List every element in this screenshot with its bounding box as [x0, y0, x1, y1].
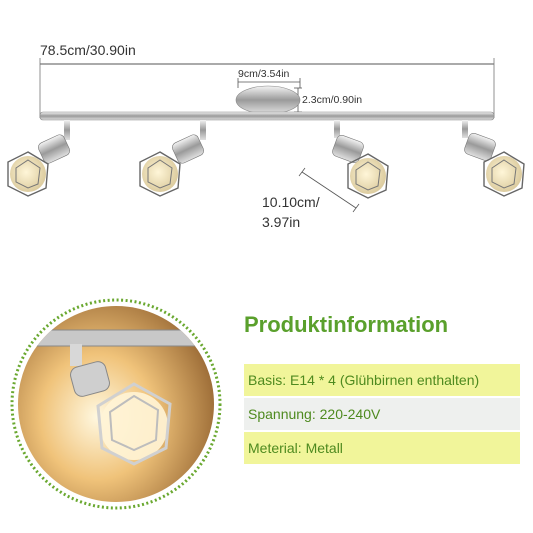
base-dimension-label: 9cm/3.54in [238, 68, 290, 80]
spec-row-basis: Basis: E14 * 4 (Glühbirnen enthalten) [244, 364, 520, 396]
base-dimension-line [237, 78, 301, 88]
width-dimension-label: 78.5cm/30.90in [40, 42, 136, 58]
depth-dimension-line [298, 167, 360, 213]
fixture-diagram [7, 58, 525, 213]
photo-ring [10, 298, 222, 510]
spotlight-1 [7, 120, 70, 197]
spotlight-4 [462, 120, 525, 197]
spotlight-3 [332, 120, 389, 199]
height-dimension-label: 2.3cm/0.90in [302, 94, 363, 106]
spotlight-2 [139, 120, 206, 197]
ceiling-canopy [235, 85, 301, 115]
depth-dimension-line2: 3.97in [262, 214, 301, 230]
depth-dimension-label: 10.10cm/ 3.97in [262, 192, 320, 232]
chrome-rail [39, 111, 495, 121]
spec-row-voltage: Spannung: 220-240V [244, 398, 520, 430]
detail-photo [10, 298, 222, 510]
spec-row-material: Meterial: Metall [244, 432, 520, 464]
product-info-heading: Produktinformation [244, 312, 449, 337]
depth-dimension-line1: 10.10cm/ [262, 194, 320, 210]
width-dimension-line [39, 58, 495, 118]
